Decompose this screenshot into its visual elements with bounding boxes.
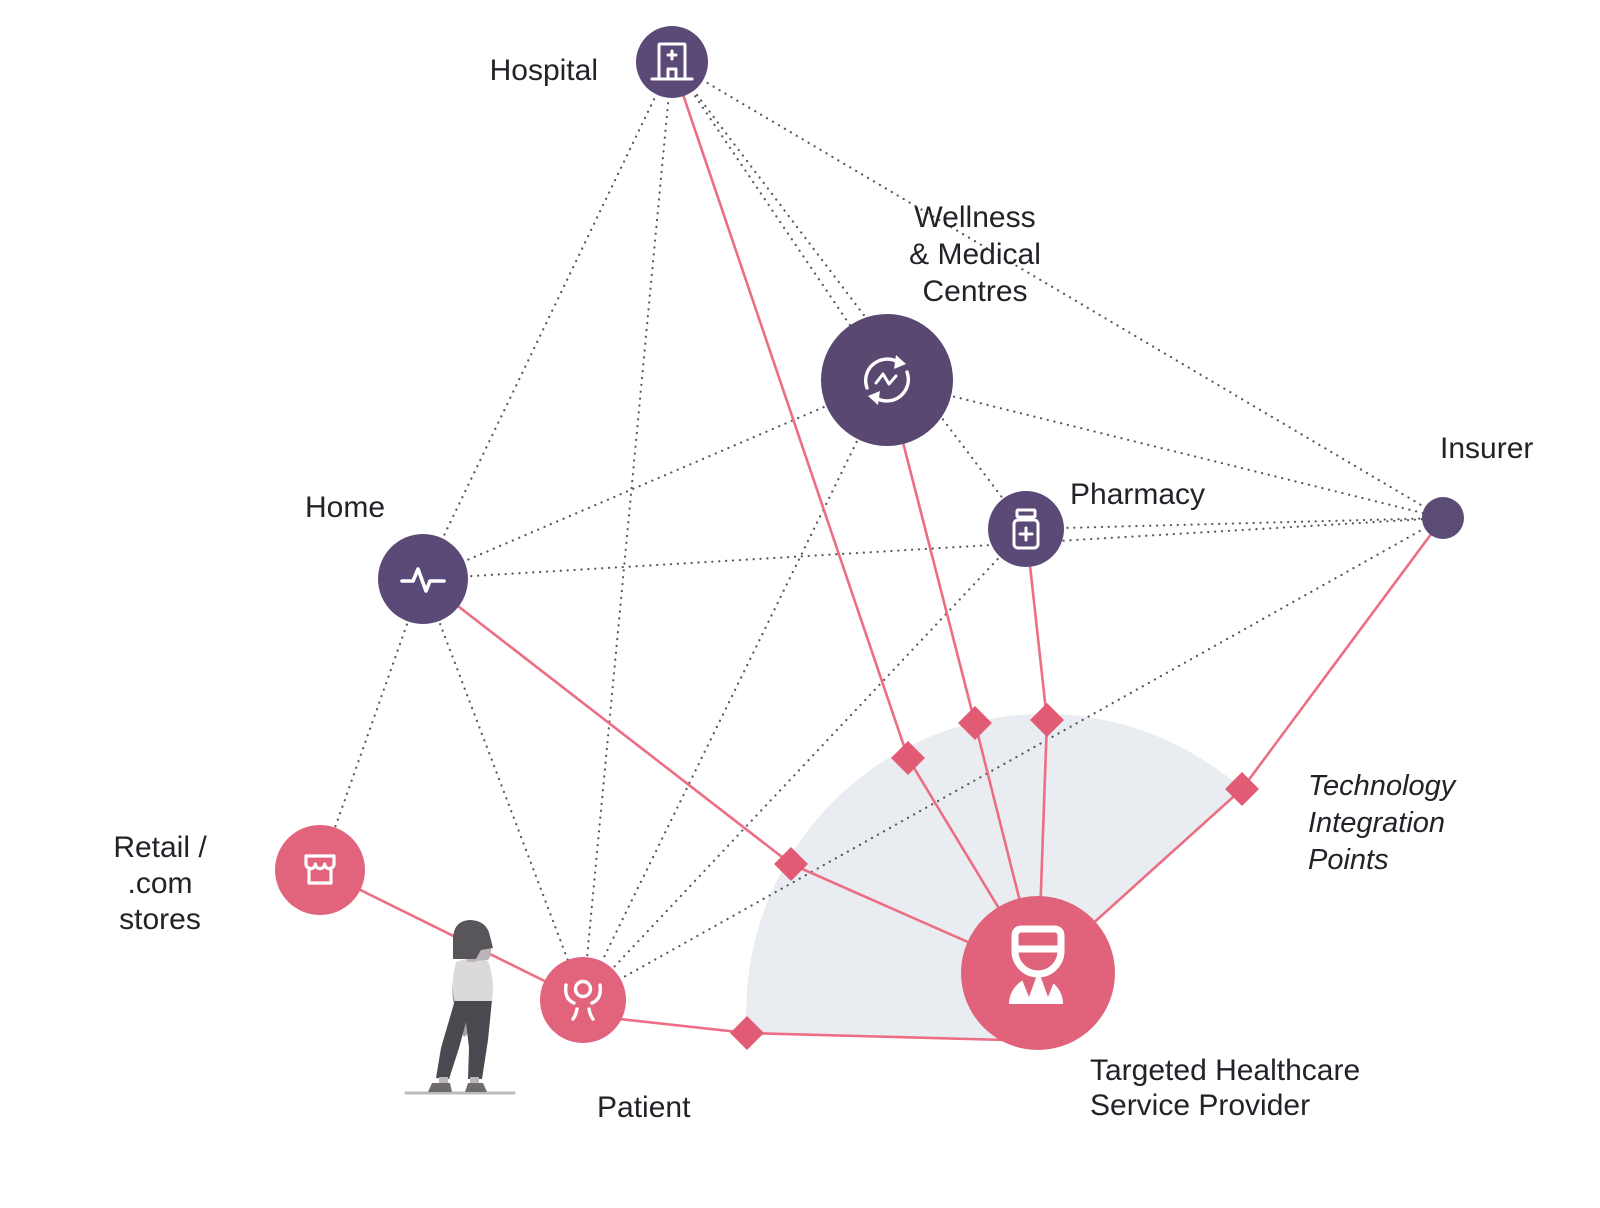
person-ankle-left	[439, 1077, 448, 1084]
patient-label: Patient	[597, 1091, 691, 1124]
person-hair	[453, 920, 493, 959]
relationship-lines	[318, 60, 1445, 1002]
diamond-insurer	[1225, 772, 1259, 806]
wellness-label: Wellness & Medical Centres	[909, 201, 1041, 308]
sync-activity-icon	[863, 355, 911, 405]
heartbeat-pulse-icon	[400, 567, 446, 593]
person-shirt	[452, 958, 493, 1001]
person-arms-raised-icon	[563, 979, 603, 1021]
insurer-label: Insurer	[1440, 432, 1534, 465]
pharmacy-label: Pharmacy	[1070, 478, 1206, 511]
edge-home-retail	[318, 577, 425, 872]
edge-pharmacy-patient	[581, 527, 1028, 1002]
retail-label: Retail / .com stores	[113, 831, 207, 936]
provider-label: Targeted Healthcare Service Provider	[1090, 1054, 1361, 1122]
patient-node	[540, 957, 626, 1043]
person-shoe-left	[428, 1083, 452, 1092]
doctor-icon	[1009, 925, 1065, 1004]
person-pants	[436, 1000, 492, 1079]
edge-pharmacy-insurer	[1024, 516, 1445, 531]
hospital-node	[636, 26, 708, 98]
technology-integration-points-label: Technology Integration Points	[1308, 770, 1456, 876]
storefront-icon	[304, 854, 336, 885]
edge-hospital-insurer	[670, 60, 1445, 520]
person-illustration	[404, 920, 516, 1095]
edge-hospital-patient	[581, 60, 674, 1002]
integration-diamonds	[730, 703, 1259, 1050]
diamond-pharmacy	[1030, 703, 1064, 737]
person-shoe-right	[465, 1083, 487, 1092]
edge-wellness-patient	[581, 378, 889, 1002]
edge-hospital-home	[421, 60, 674, 581]
hospital-label: Hospital	[489, 54, 598, 87]
diamond-home	[774, 847, 808, 881]
diamond-patient	[730, 1016, 764, 1050]
link-retail-patient	[319, 868, 584, 1002]
edge-home-insurer	[421, 516, 1445, 581]
insurer-node	[1422, 497, 1464, 539]
coverage-fan	[746, 713, 1242, 1040]
medicine-bottle-icon	[1012, 508, 1040, 550]
diamond-wellness	[958, 706, 992, 740]
home-label: Home	[305, 491, 386, 524]
edge-home-patient	[421, 577, 585, 1002]
edge-patient-insurer	[581, 516, 1445, 1002]
hospital-building-icon	[650, 42, 694, 81]
person-ankle-right	[470, 1077, 479, 1084]
edge-hospital-pharmacy	[670, 60, 1028, 531]
edge-wellness-home	[421, 378, 889, 581]
diamond-hospital	[891, 741, 925, 775]
